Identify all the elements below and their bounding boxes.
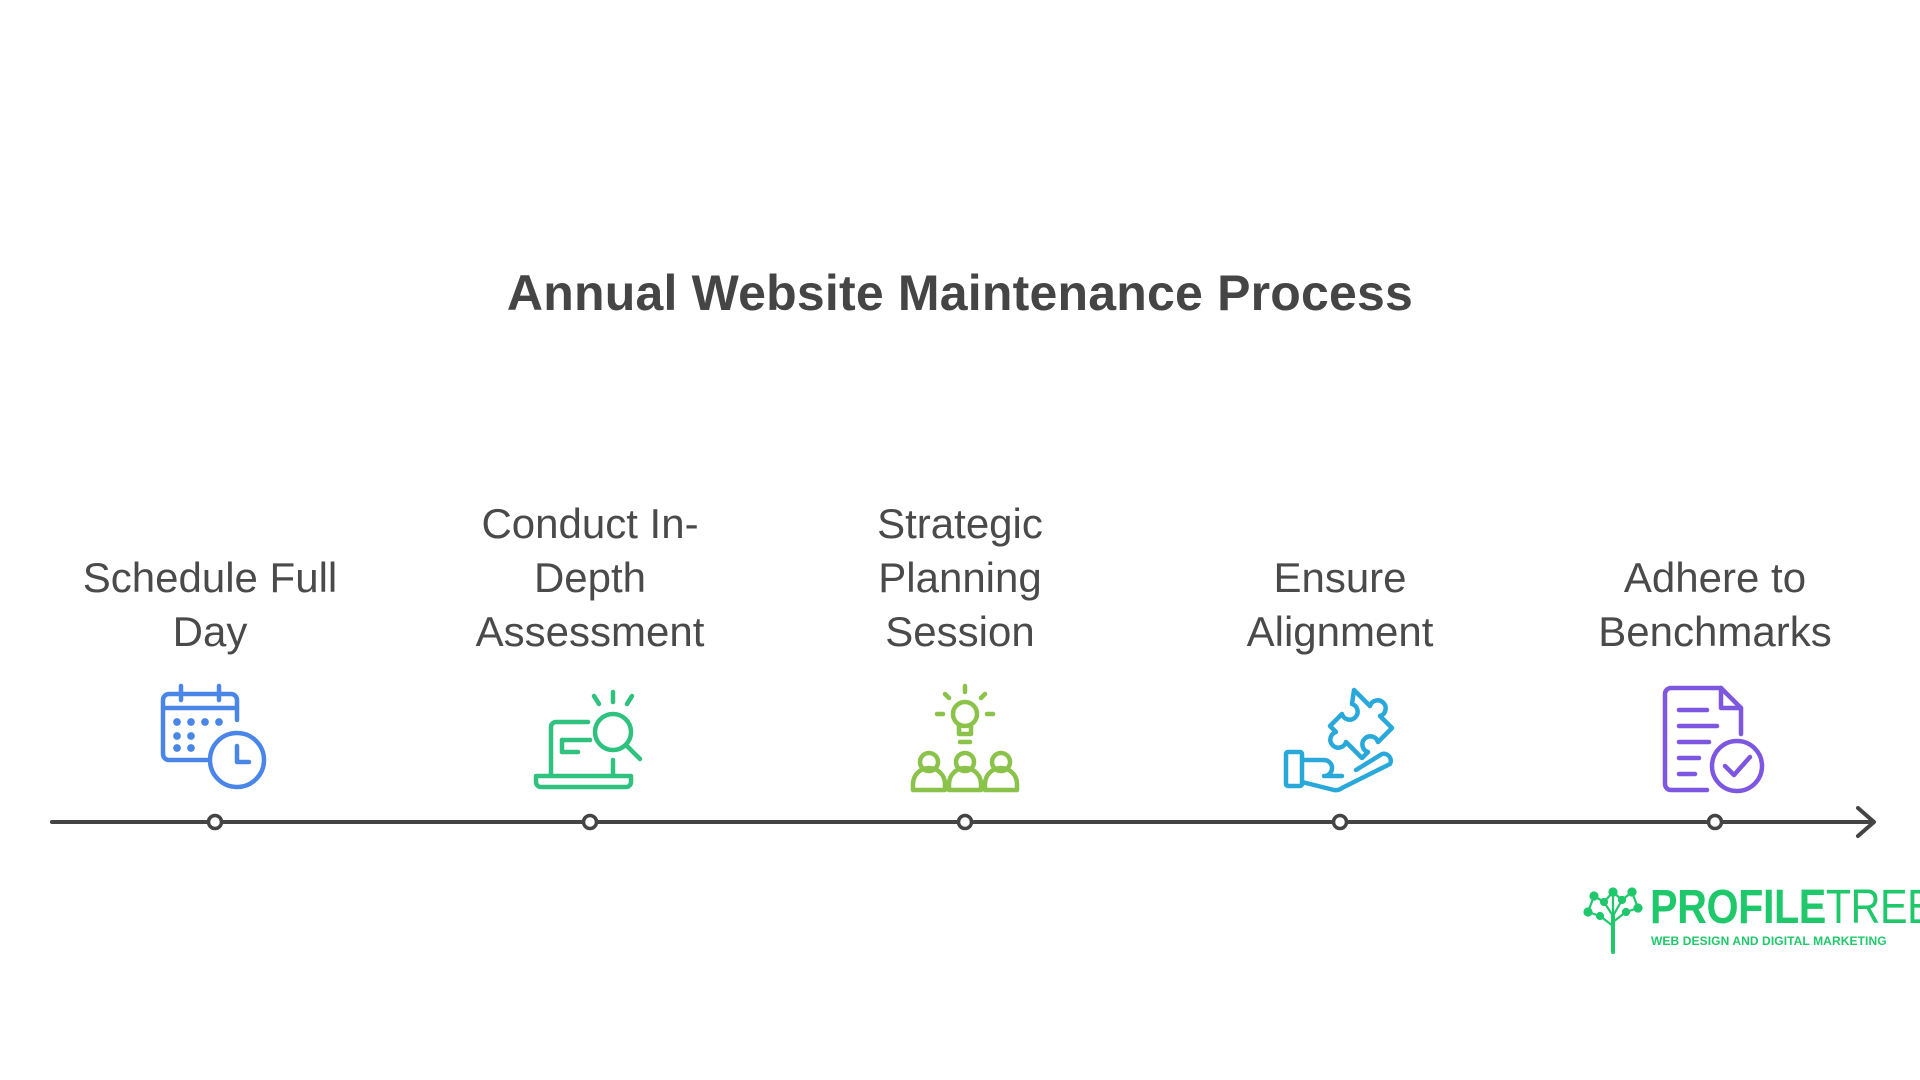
timeline-marker bbox=[206, 813, 224, 831]
logo-name-light: TREE bbox=[1825, 881, 1920, 934]
lightbulb-team-icon bbox=[905, 682, 1025, 802]
step-label-adhere-benchmarks: Adhere to Benchmarks bbox=[1598, 554, 1832, 655]
logo-tagline: WEB DESIGN AND DIGITAL MARKETING bbox=[1651, 934, 1887, 948]
step-label-conduct-assessment: Conduct In-Depth Assessment bbox=[475, 500, 705, 655]
document-check-icon bbox=[1655, 682, 1775, 802]
laptop-search-icon bbox=[530, 682, 650, 802]
page-title: Annual Website Maintenance Process bbox=[506, 265, 1414, 321]
timeline-arrowhead bbox=[1856, 806, 1876, 838]
timeline-marker bbox=[1331, 813, 1349, 831]
hand-puzzle-icon bbox=[1280, 682, 1400, 802]
tree-logo-icon bbox=[1583, 887, 1643, 954]
timeline-marker bbox=[956, 813, 974, 831]
calendar-clock-icon bbox=[155, 682, 275, 802]
timeline-marker bbox=[581, 813, 599, 831]
timeline-marker bbox=[1706, 813, 1724, 831]
profiletree-logo: PROFILETREE WEB DESIGN AND DIGITAL MARKE… bbox=[1580, 882, 1920, 954]
step-label-ensure-alignment: Ensure Alignment bbox=[1246, 554, 1434, 655]
logo-name-bold: PROFILE bbox=[1650, 881, 1826, 934]
step-label-strategic-planning: Strategic Planning Session bbox=[877, 500, 1043, 655]
logo-wordmark: PROFILETREE bbox=[1650, 882, 1920, 934]
step-label-schedule-full-day: Schedule Full Day bbox=[82, 554, 338, 655]
